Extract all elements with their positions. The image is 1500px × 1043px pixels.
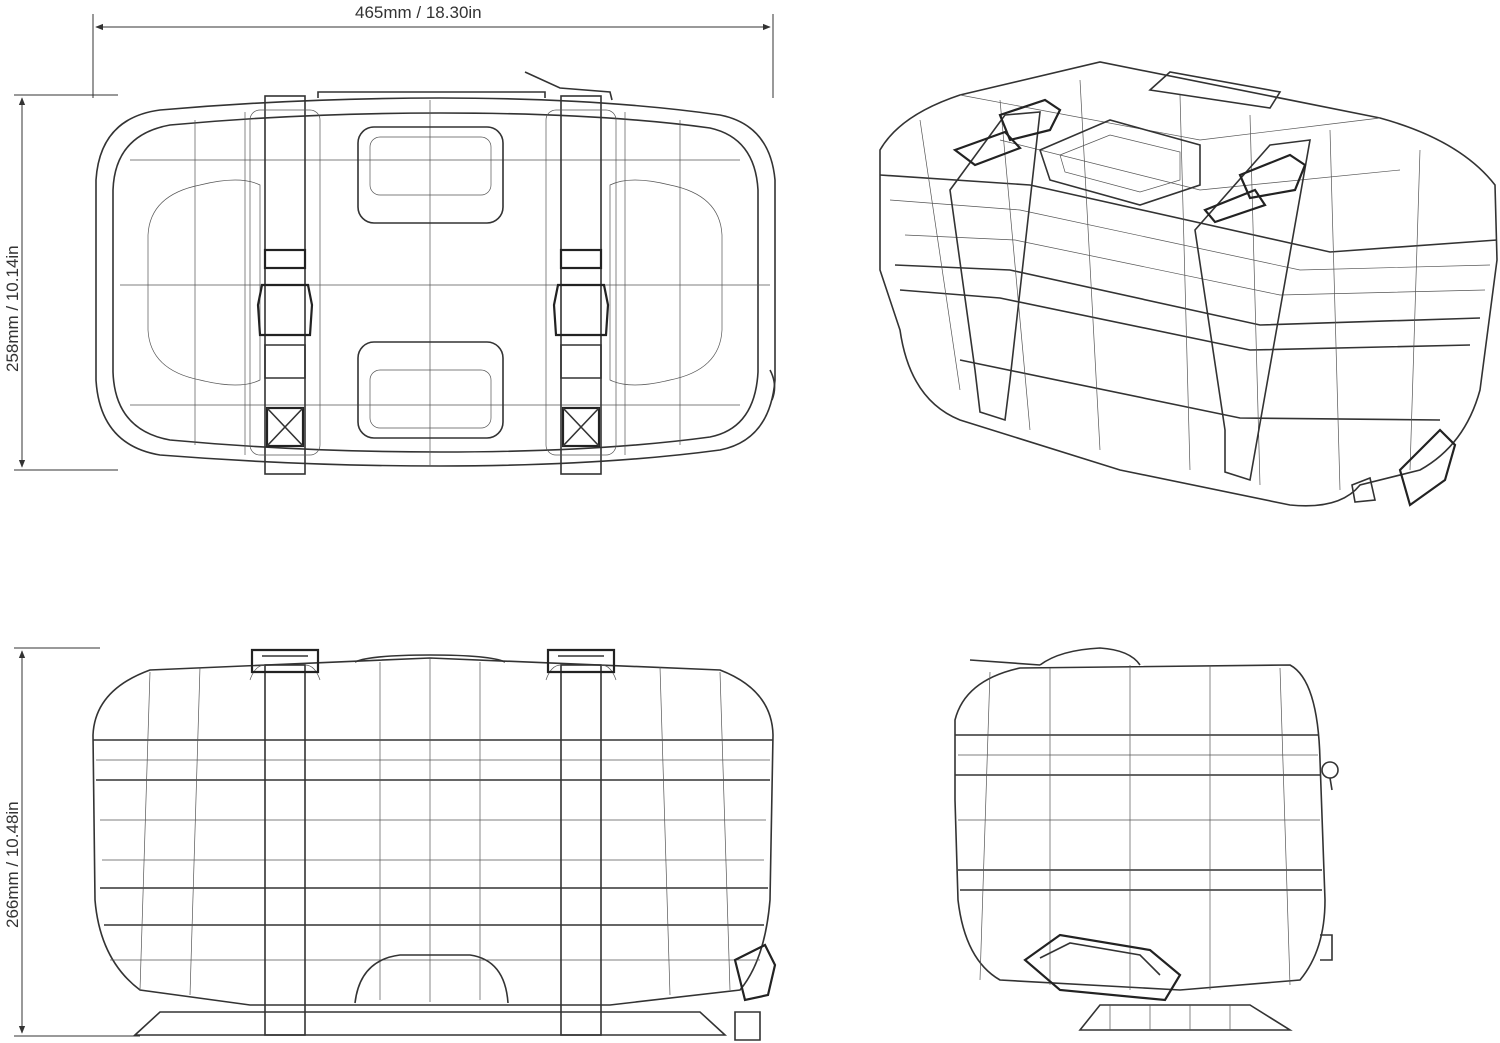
perspective-view bbox=[879, 61, 1498, 507]
width-dimension-line bbox=[90, 14, 774, 98]
front-view bbox=[92, 648, 777, 1041]
height-dimension-line bbox=[14, 647, 140, 1037]
side-view bbox=[954, 647, 1339, 1031]
depth-dimension-line bbox=[14, 94, 118, 471]
top-view bbox=[95, 71, 776, 475]
width-dimension-label: 465mm / 18.30in bbox=[355, 3, 482, 22]
